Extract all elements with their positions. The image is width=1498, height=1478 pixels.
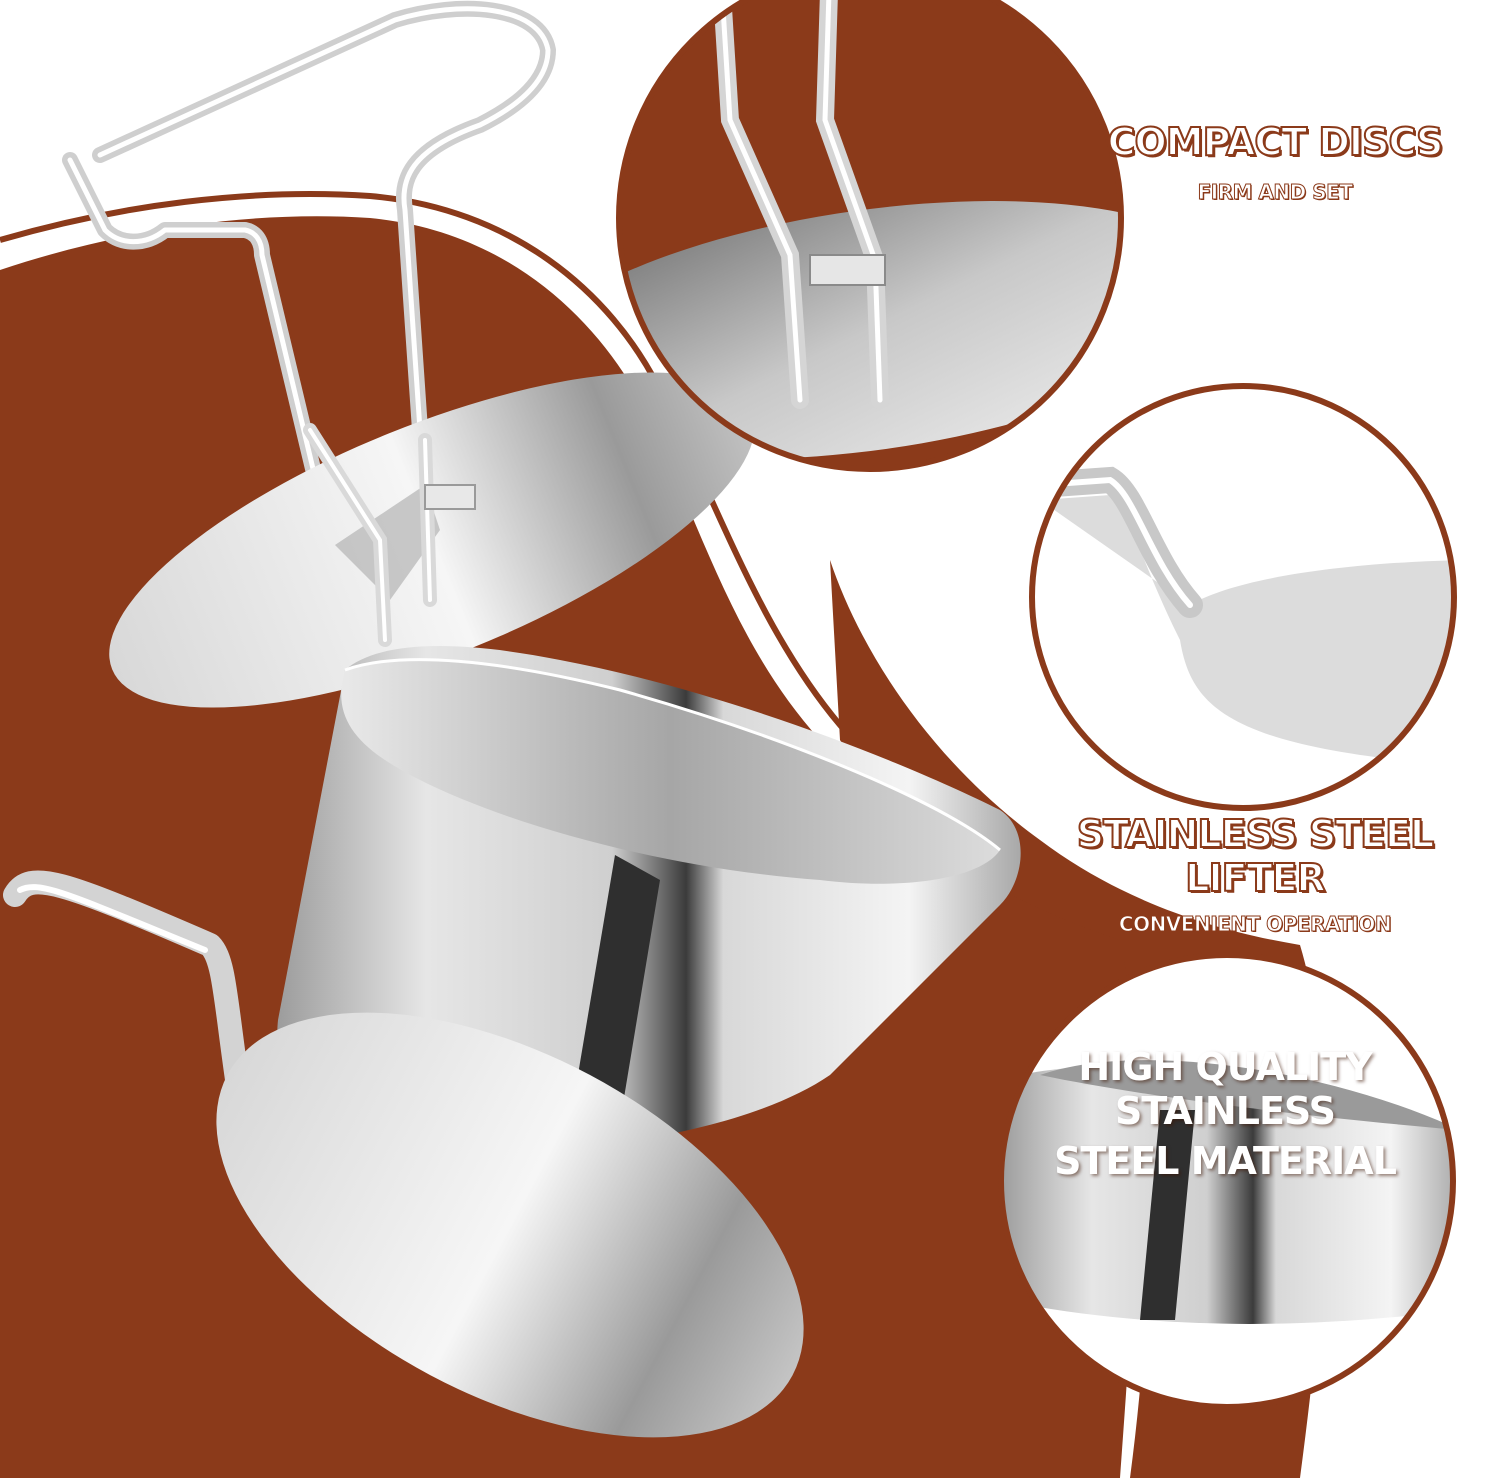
feature-title: STAINLESS STEEL LIFTER (1076, 811, 1436, 901)
feature-compact-discs: COMPACT DISCS FIRM AND SET (1070, 119, 1480, 205)
feature-subtitle: CONVENIENT OPERATION (1118, 912, 1392, 937)
ring-mold-product (277, 646, 1021, 1152)
feature-subtitle: FIRM AND SET (1197, 180, 1353, 205)
feature-title: COMPACT DISCS (1107, 119, 1445, 165)
feature-high-quality: HIGH QUALITY STAINLESS STEEL MATERIAL (990, 1045, 1460, 1183)
feature-title-line2: STEEL MATERIAL (1054, 1139, 1397, 1183)
detail-circle-ring (998, 952, 1456, 1410)
spatula-product (3, 870, 804, 1438)
detail-circle-compact-discs (616, 0, 1124, 472)
detail-circle-lifter (1029, 383, 1457, 811)
feature-stainless-lifter: STAINLESS STEEL LIFTER CONVENIENT OPERAT… (1020, 811, 1490, 937)
feature-title-line1: HIGH QUALITY STAINLESS (1078, 1045, 1372, 1133)
handle-press-product (62, 0, 755, 708)
